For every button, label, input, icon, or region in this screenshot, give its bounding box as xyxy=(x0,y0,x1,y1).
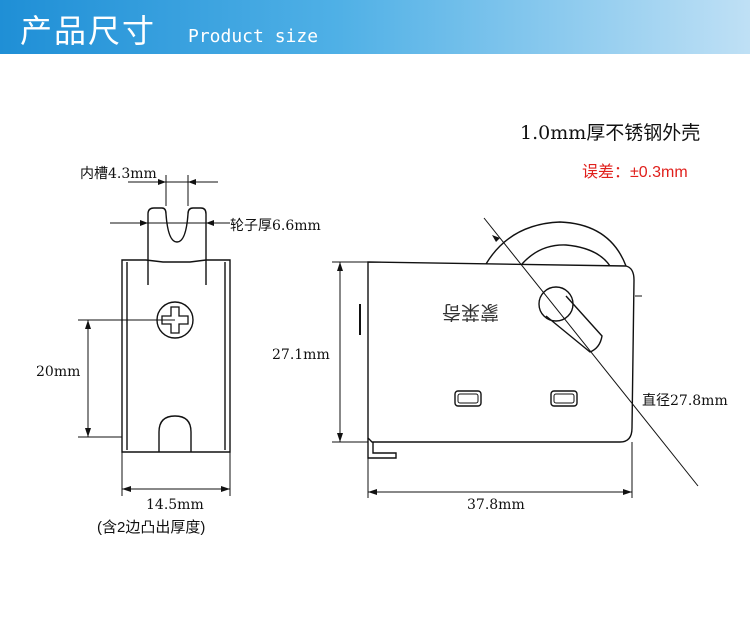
side-axle-slot xyxy=(545,295,603,353)
side-wheel xyxy=(485,221,627,267)
front-width-label: 14.5mm xyxy=(146,497,204,513)
material-spec: 1.0mm厚不锈钢外壳 xyxy=(520,122,701,144)
wheel-diameter-label: 直径27.8mm xyxy=(642,393,728,409)
front-view-drawing xyxy=(78,175,231,496)
page-title: 产品尺寸 xyxy=(20,12,157,50)
side-bottom-tab xyxy=(367,438,397,459)
side-wheel-inner xyxy=(521,244,611,267)
header-banner: 产品尺寸 Product size xyxy=(0,0,750,54)
groove-width-label: 内槽4.3mm xyxy=(80,166,157,182)
tolerance-spec: 误差：±0.3mm xyxy=(582,164,688,181)
side-housing xyxy=(367,261,635,443)
side-slot-left xyxy=(454,390,482,407)
side-length-label: 37.8mm xyxy=(467,497,525,513)
side-view-drawing xyxy=(332,217,699,498)
front-bottom-slot xyxy=(158,415,192,452)
stamp-text: 蒙莱奇 xyxy=(442,301,500,322)
side-axle xyxy=(538,286,574,322)
front-height-label: 20mm xyxy=(36,364,81,380)
wheel-thickness-label: 轮子厚6.6mm xyxy=(230,218,321,234)
front-housing xyxy=(121,259,231,453)
front-wheel xyxy=(147,207,207,285)
side-slot-right xyxy=(550,390,578,407)
side-height-label: 27.1mm xyxy=(272,347,330,363)
front-screw-cross xyxy=(161,306,189,334)
front-width-note: (含2边凸出厚度) xyxy=(97,519,206,536)
page-subtitle: Product size xyxy=(188,26,319,47)
